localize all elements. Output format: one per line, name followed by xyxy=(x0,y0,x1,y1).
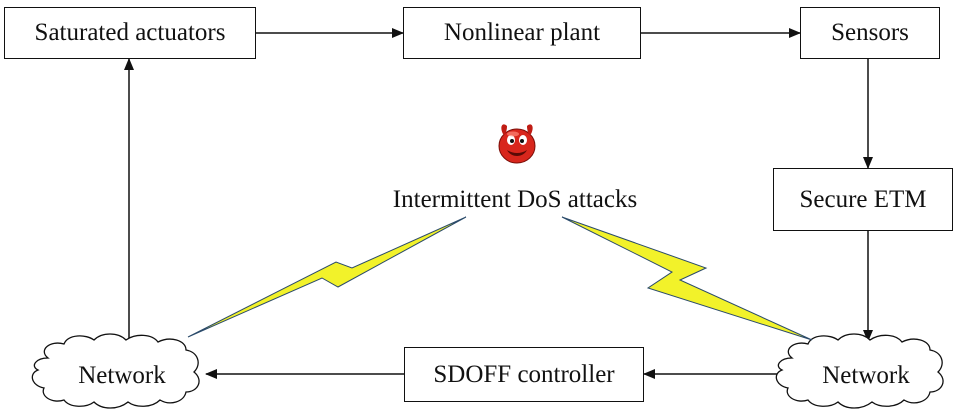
nonlinear-plant-block: Nonlinear plant xyxy=(403,7,641,59)
sdoff-controller-block: SDOFF controller xyxy=(404,347,644,402)
network-right-cloud xyxy=(775,333,944,409)
network-left-label: Network xyxy=(78,362,166,389)
lightning-right xyxy=(561,216,813,341)
sensors-block: Sensors xyxy=(800,7,940,59)
lightning-left xyxy=(187,216,467,338)
secure-etm-block: Secure ETM xyxy=(773,168,953,231)
devil-face-icon xyxy=(498,124,536,164)
network-left-cloud xyxy=(31,333,200,409)
dos-attack-label: Intermittent DoS attacks xyxy=(392,186,638,213)
network-right-label: Network xyxy=(822,362,910,389)
saturated-actuators-block: Saturated actuators xyxy=(4,7,256,59)
